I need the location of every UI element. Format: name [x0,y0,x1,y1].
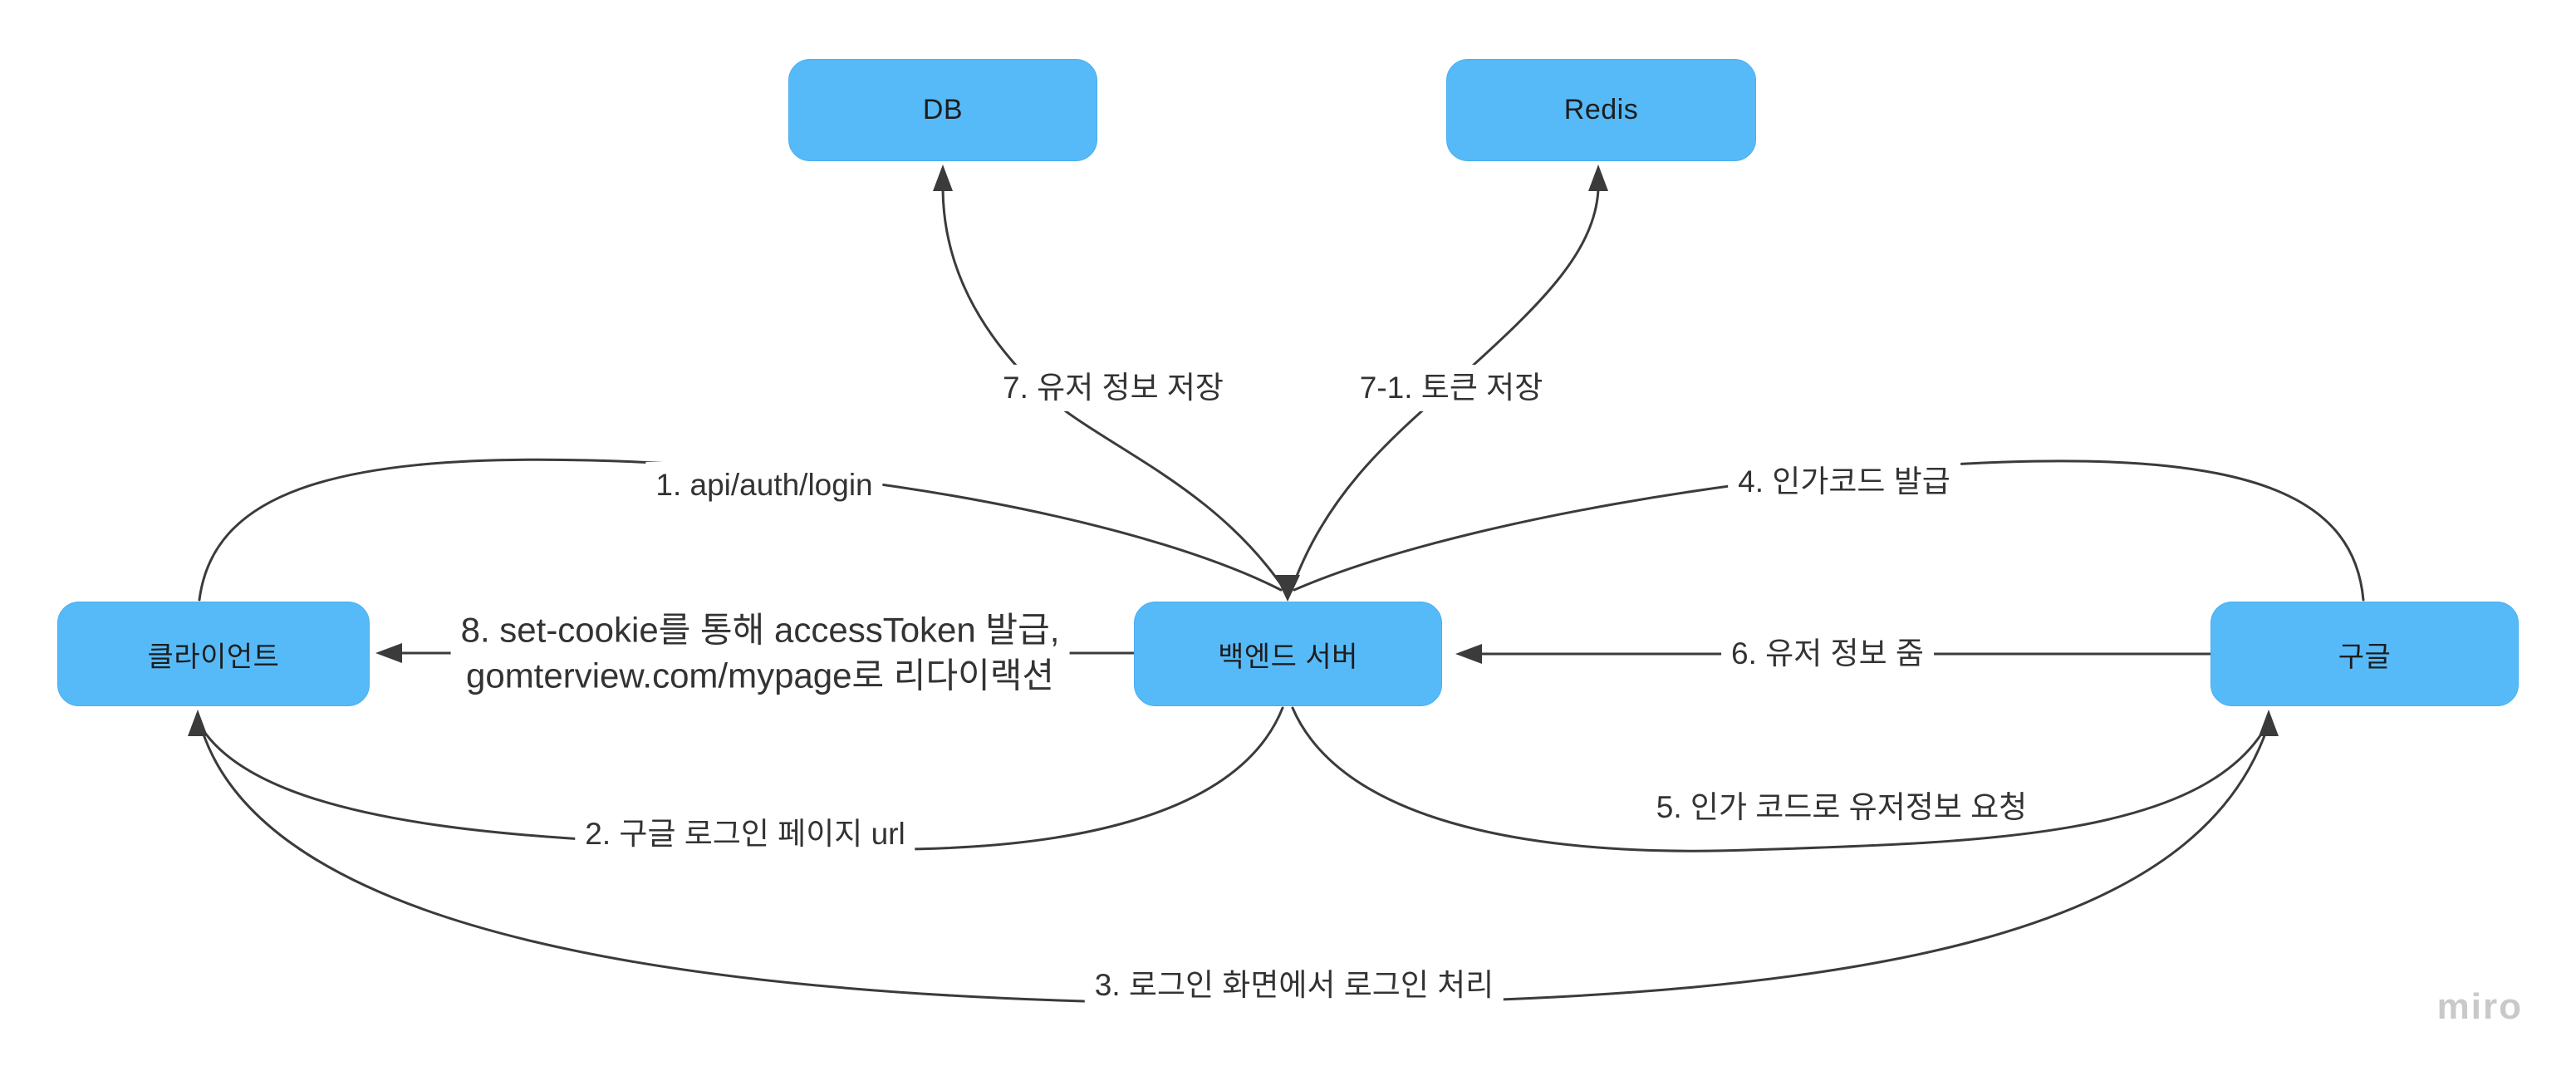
node-redis[interactable]: Redis [1446,59,1756,161]
node-google[interactable]: 구글 [2210,602,2519,706]
edge-label-1[interactable]: 1. api/auth/login [645,461,883,509]
edge-label-5[interactable]: 5. 인가 코드로 유저정보 요청 [1646,784,2038,832]
arrowhead-into-client-bottom [188,710,208,736]
node-client[interactable]: 클라이언트 [57,602,370,706]
edge-label-4[interactable]: 4. 인가코드 발급 [1728,458,1960,506]
edge-5-backend-to-google[interactable] [1291,706,2279,852]
node-backend-server[interactable]: 백엔드 서버 [1134,602,1442,706]
node-db[interactable]: DB [788,59,1097,161]
edge-label-7[interactable]: 7. 유저 정보 저장 [993,364,1234,412]
miro-watermark: miro [2436,986,2523,1027]
node-redis-label: Redis [1563,94,1639,125]
arrowhead-into-redis [1588,165,1608,191]
edge-1-client-to-backend[interactable] [198,458,1283,602]
arrowhead-into-backend-top [1275,575,1300,602]
arrowhead-into-client-right [375,643,402,663]
node-db-label: DB [922,94,964,125]
edge-label-3[interactable]: 3. 로그인 화면에서 로그인 처리 [1084,961,1504,1010]
node-client-label: 클라이언트 [147,641,280,673]
edge-label-6[interactable]: 6. 유저 정보 줌 [1721,630,1934,678]
node-google-label: 구글 [2338,641,2392,673]
edge-label-8-line2: gomterview.com/mypage로 리다이랙션 [465,656,1055,695]
arrowhead-into-google-bottom [2259,710,2279,736]
edge-label-8-line1: 8. set-cookie를 통해 accessToken 발급, [460,610,1060,650]
node-backend-server-label: 백엔드 서버 [1218,641,1358,673]
edge-label-8[interactable]: 8. set-cookie를 통해 accessToken 발급, gomter… [450,604,1070,702]
edge-label-2[interactable]: 2. 구글 로그인 페이지 url [575,810,915,858]
arrowhead-into-db [933,165,953,191]
arrowhead-into-backend-right [1455,644,1482,664]
edge-label-7-1[interactable]: 7-1. 토큰 저장 [1349,364,1553,412]
